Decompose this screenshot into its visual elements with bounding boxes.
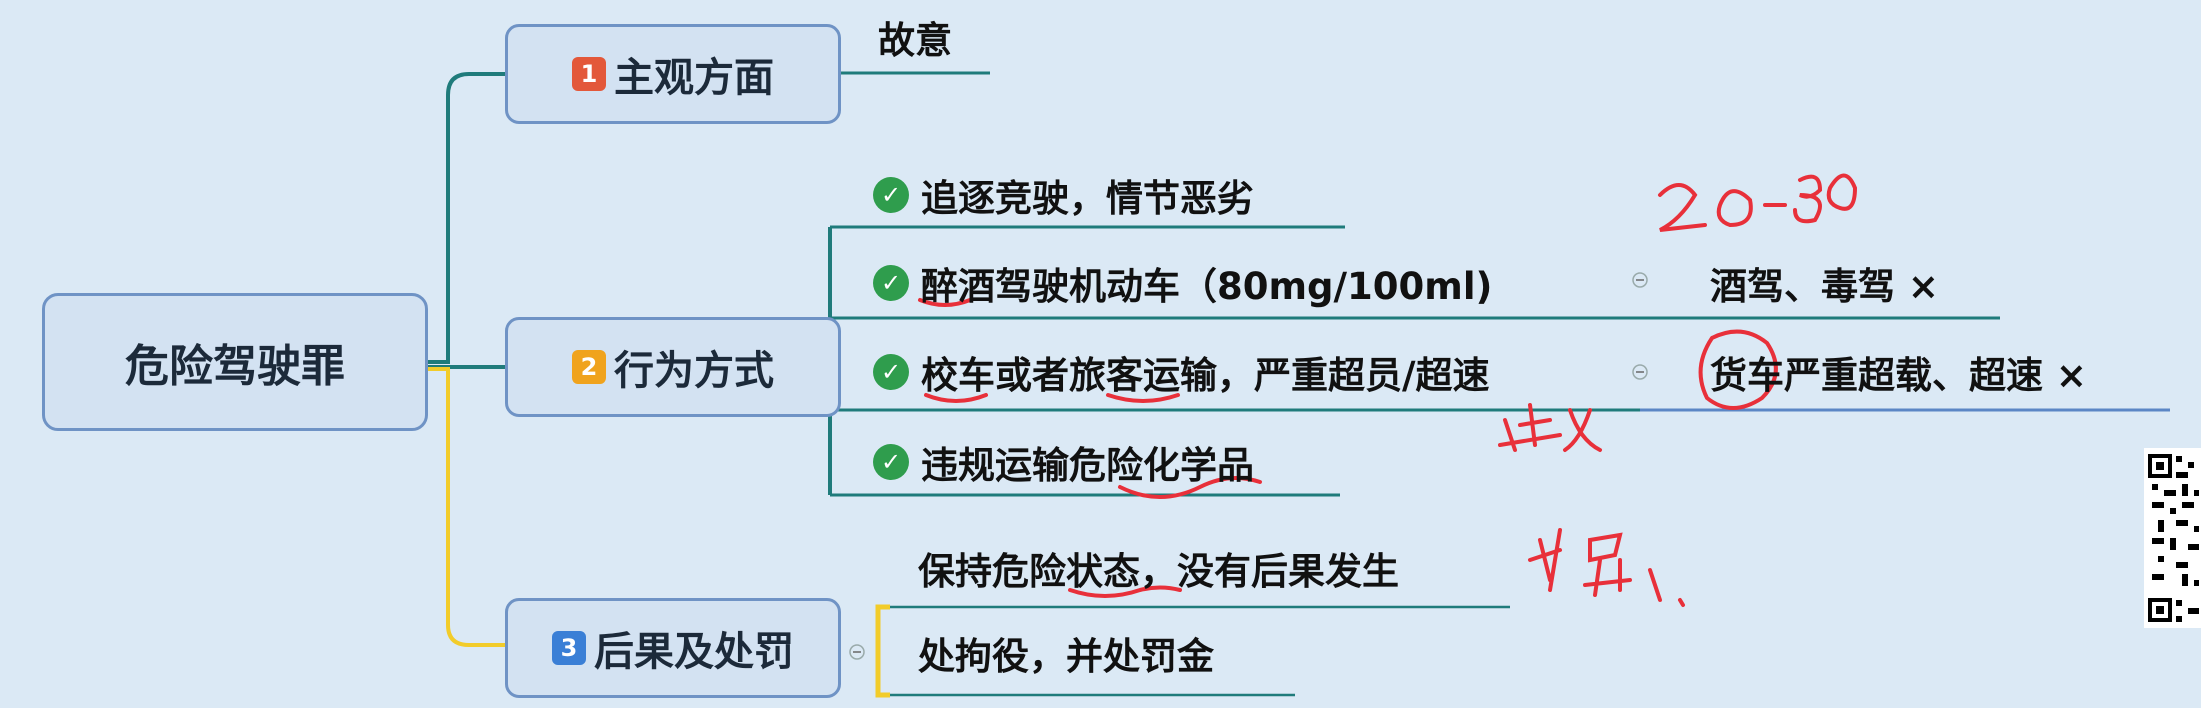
leaf-dangerous-state[interactable]: 保持危险状态，没有后果发生 [918,543,1399,593]
leaf-intent-label: 故意 [878,19,952,62]
branch-label-behavior: 行为方式 [614,348,774,394]
badge-1: 1 [572,57,606,91]
root-label: 危险驾驶罪 [125,341,345,392]
check-icon: ✓ [873,444,909,480]
leaf-penalty-label: 处拘役，并处罚金 [918,635,1214,678]
leaf-drunk-driving[interactable]: ✓ 醉酒驾驶机动车（80mg/100ml) [873,258,1492,308]
note-truck-overload[interactable]: 货车严重超载、超速 × [1710,347,2087,397]
leaf-drunk-driving-label: 醉酒驾驶机动车（80mg/100ml) [921,265,1493,308]
leaf-penalty[interactable]: 处拘役，并处罚金 [918,628,1214,678]
qr-code [2144,448,2201,628]
branch-label-consequence: 后果及处罚 [594,629,794,675]
note-drunk-drug-label: 酒驾、毒驾 × [1710,265,1939,308]
check-icon: ✓ [873,177,909,213]
connector-root-branch3 [428,367,505,647]
badge-2: 2 [572,350,606,384]
leaf-intent[interactable]: 故意 [878,12,952,62]
note-drunk-drug[interactable]: 酒驾、毒驾 × [1710,258,1939,308]
branch-node-subjective[interactable]: 1 主观方面 [505,24,841,124]
leaf-hazardous-chemicals[interactable]: ✓ 违规运输危险化学品 [873,437,1254,487]
leaf-racing[interactable]: ✓ 追逐竞驶，情节恶劣 [873,170,1254,220]
check-icon: ✓ [873,265,909,301]
note-truck-overload-label: 货车严重超载、超速 × [1710,354,2087,397]
branch-label-subjective: 主观方面 [614,55,774,101]
branch-node-consequence[interactable]: 3 后果及处罚 [505,598,841,698]
leaf-passenger-transport[interactable]: ✓ 校车或者旅客运输，严重超员/超速 [873,347,1490,397]
leaf-racing-label: 追逐竞驶，情节恶劣 [921,177,1254,220]
connector-root-branch1 [428,72,505,364]
handwriting-annotations [918,173,1858,607]
branch-node-behavior[interactable]: 2 行为方式 [505,317,841,417]
leaf-dangerous-state-label: 保持危险状态，没有后果发生 [918,550,1399,593]
root-node[interactable]: 危险驾驶罪 [42,293,428,431]
leaf-passenger-transport-label: 校车或者旅客运输，严重超员/超速 [921,354,1490,397]
check-icon: ✓ [873,354,909,390]
badge-3: 3 [552,631,586,665]
leaf-hazardous-chemicals-label: 违规运输危险化学品 [921,444,1254,487]
